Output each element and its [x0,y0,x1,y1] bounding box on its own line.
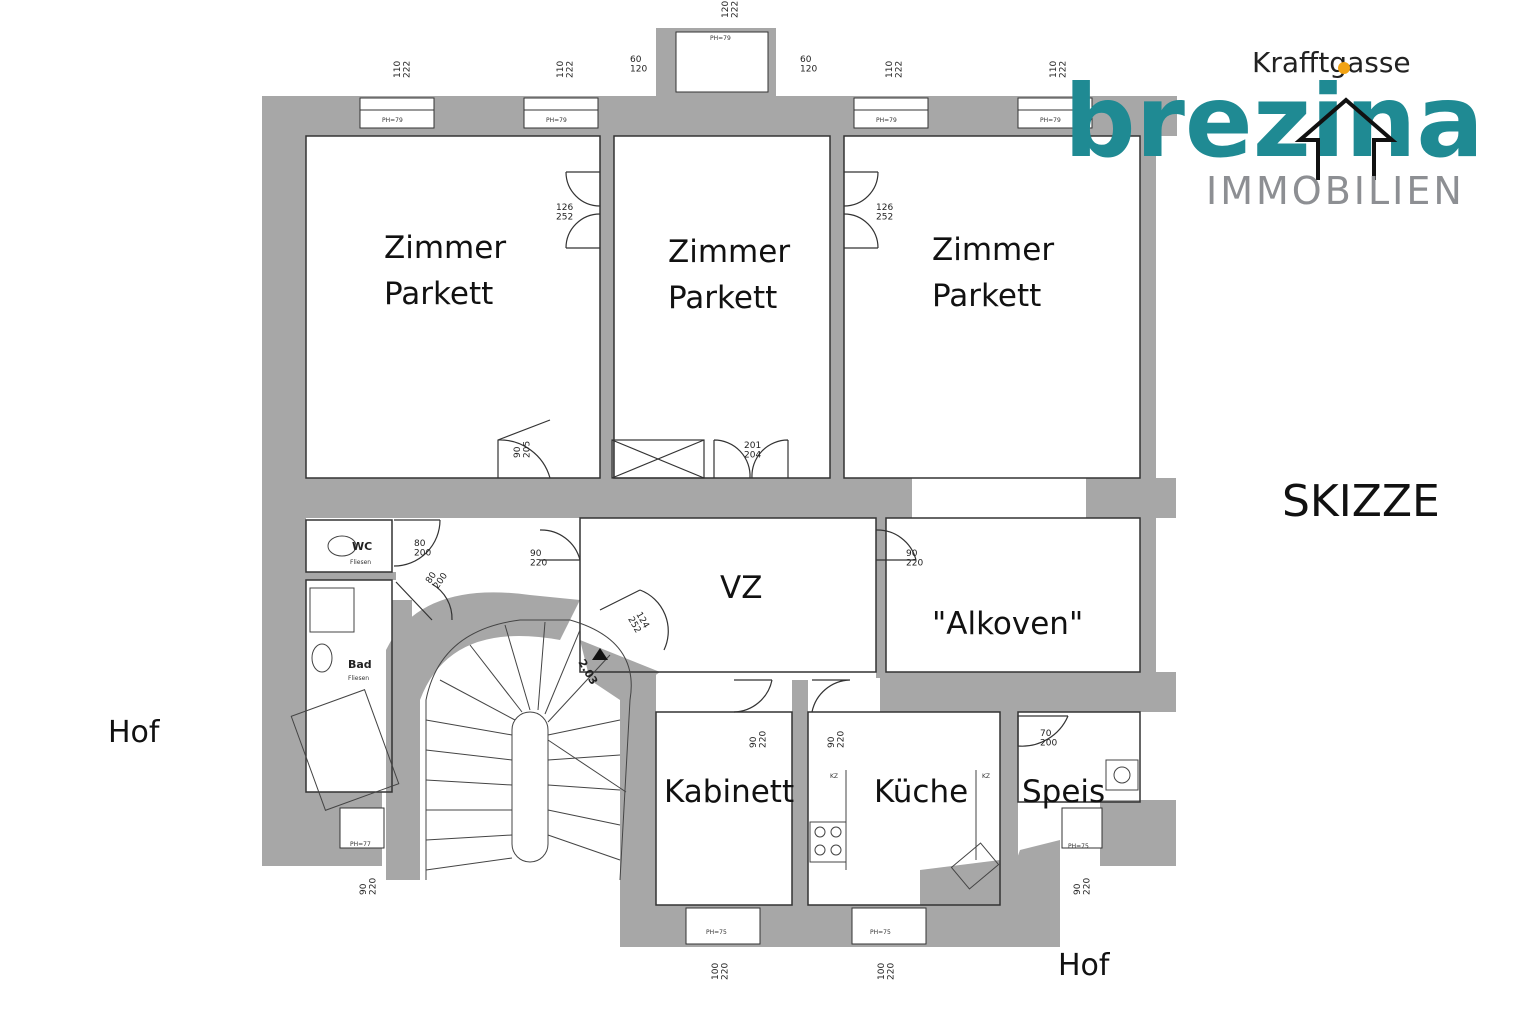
kitchen-sink [950,842,1000,890]
boiler [1105,759,1139,791]
hof-bottom-label: Hof [1058,948,1111,983]
door-label-9: 124252 [625,611,651,636]
window-top-3 [853,97,929,129]
brezina-logo: Krafftgasse brezina IMMOBILIEN [1064,46,1484,213]
room-wc: WC [352,540,372,553]
room-zimmer-1-name: Zimmer [384,230,506,266]
room-labels: Zimmer Parkett Zimmer Parkett Zimmer Par… [348,230,1105,810]
window-top-4 [1017,97,1093,129]
door-label-11: 90220 [827,731,846,748]
kz-label-2: KZ [982,773,990,780]
room-zimmer-3-name: Zimmer [932,232,1054,268]
window-bottom-kab [685,907,761,945]
ph-1: PH=79 [382,117,403,124]
room-kueche: Küche [874,774,968,810]
room-zimmer-2-floor: Parkett [668,280,777,316]
ph-2: PH=79 [546,117,567,124]
bathtub [290,689,400,811]
dim-top-3: 110222 [885,61,904,78]
door-label-10: 90220 [749,731,768,748]
room-bad-floor: Fliesen [348,675,369,682]
ph-kab: PH=75 [706,929,727,936]
window-bottom-speis [1061,807,1103,849]
dim-bottom-speis: 90220 [1073,878,1092,895]
logo-street: Krafftgasse [1252,46,1411,79]
door-label-3: 90205 [513,441,532,458]
window-bottom-kue [851,907,927,945]
room-speis: Speis [1022,774,1105,810]
window-bottom-bad [339,807,385,849]
staircase [425,619,632,881]
skizze-label: SKIZZE [1282,476,1440,527]
room-zimmer-3-floor: Parkett [932,278,1041,314]
room-zimmer-2-name: Zimmer [668,234,790,270]
dim-bottom-bad: 90220 [359,878,378,895]
dim-top-center: 120222 [721,1,740,18]
windows [339,31,1103,945]
dim-top-2: 110222 [556,61,575,78]
stove [809,821,847,863]
toilet [327,535,357,557]
dim-top-1: 110222 [393,61,412,78]
room-wc-floor: Fliesen [350,559,371,566]
window-top-2 [523,97,599,129]
logo-house-arrow-icon [1294,97,1398,180]
ph-3: PH=79 [876,117,897,124]
ph-kue: PH=75 [870,929,891,936]
room-vz: VZ [720,570,762,606]
room-alkoven: "Alkoven" [932,606,1083,642]
ph-speis: PH=75 [1068,843,1089,850]
doors [393,171,1069,747]
washbasin [311,643,333,673]
kz-label-1: KZ [830,773,838,780]
hof-left-label: Hof [108,715,161,750]
logo-dot-icon [1338,62,1350,74]
ph-4: PH=79 [1040,117,1061,124]
room-zimmer-1-floor: Parkett [384,276,493,312]
window-top-1 [359,97,435,129]
dim-bottom-kue: 100220 [877,963,896,980]
dim-top-4: 110222 [1049,61,1068,78]
room-bad: Bad [348,658,372,671]
logo-sub: IMMOBILIEN [1206,169,1465,213]
shower-tray [309,587,355,633]
room-kabinett: Kabinett [664,774,794,810]
room-outlines [305,135,1141,906]
window-top-center [675,31,769,93]
dim-bottom-kab: 100220 [711,963,730,980]
ph-center: PH=79 [710,35,731,42]
door-label-6: 80200 [424,566,450,591]
stair-arrow-icon [592,648,608,660]
ph-bad: PH=77 [350,841,371,848]
logo-brand: brezina [1064,63,1484,180]
fixtures [290,535,1139,890]
